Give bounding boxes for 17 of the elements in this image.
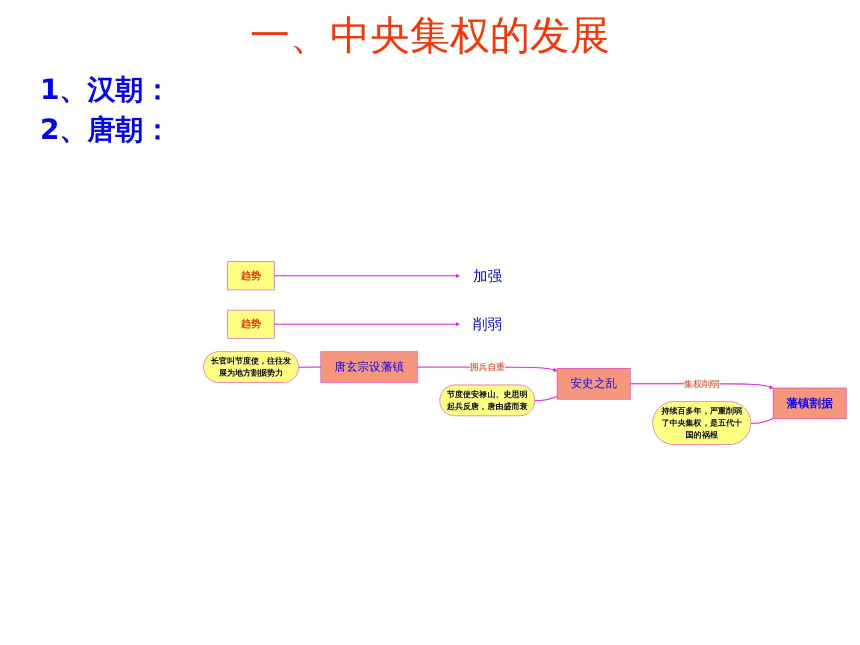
connector	[750, 418, 774, 424]
dynasty-label: 2、唐朝：	[40, 112, 172, 148]
node-box: 趋势	[228, 262, 275, 290]
edge-label: 拥兵自重	[469, 362, 506, 372]
node-box: 唐玄宗设藩镇	[320, 351, 418, 383]
arrow	[274, 274, 460, 278]
node-box: 安史之乱	[556, 368, 631, 400]
title: 一、中央集权的发展	[249, 12, 611, 61]
node-text: 加强	[472, 267, 502, 284]
node-text: 削弱	[472, 316, 502, 333]
node-box: 趋势	[228, 310, 275, 338]
node-box: 藩镇割据	[772, 388, 847, 420]
connector	[298, 366, 322, 368]
dynasty-label: 1、汉朝：	[40, 72, 172, 108]
connector	[534, 396, 558, 402]
edge-label: 集权削弱	[684, 378, 720, 390]
arrow	[274, 322, 460, 326]
